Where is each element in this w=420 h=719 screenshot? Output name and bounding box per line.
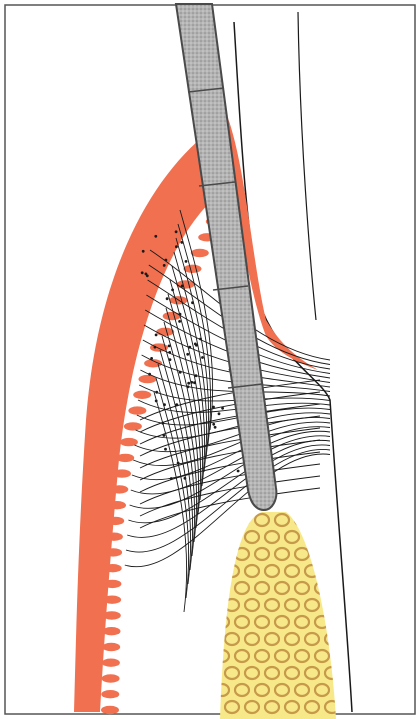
rete-ridge: [163, 312, 181, 320]
cell-dot: [180, 241, 183, 244]
cell-dot: [185, 260, 188, 263]
rete-ridge: [101, 706, 119, 714]
cell-dot: [187, 385, 190, 388]
rete-ridge: [105, 533, 123, 541]
cell-dot: [214, 426, 217, 429]
cell-dot: [212, 406, 215, 409]
cell-dot: [186, 353, 189, 356]
bone-cell: [325, 565, 339, 577]
cell-dot: [161, 422, 164, 425]
bone-cell: [315, 548, 329, 560]
cell-dot: [177, 462, 180, 465]
cell-dot: [212, 423, 215, 426]
rete-ridge: [106, 517, 124, 525]
rete-ridge: [191, 249, 209, 257]
cell-dot: [165, 259, 168, 262]
rete-ridge: [102, 659, 120, 667]
fiber-line: [140, 428, 320, 468]
cell-dot: [155, 334, 158, 337]
fiber-line: [140, 464, 320, 504]
cell-dot: [164, 448, 167, 451]
cell-dot: [145, 273, 148, 276]
rete-ridge: [133, 391, 151, 399]
cell-dot: [187, 382, 190, 385]
cell-dot: [155, 400, 158, 403]
cell-dot: [218, 412, 221, 415]
cell-dot: [154, 346, 157, 349]
bone-cell: [305, 531, 319, 543]
bone-cell: [225, 531, 239, 543]
bone-cell: [315, 514, 329, 526]
tooth-enamel-line: [298, 12, 316, 320]
cell-dot: [179, 313, 182, 316]
cell-dot: [181, 285, 184, 288]
cell-dot: [171, 289, 174, 292]
cell-dot: [168, 351, 171, 354]
rete-ridge: [103, 596, 121, 604]
rete-ridge: [104, 548, 122, 556]
bone-cell: [215, 582, 229, 594]
cell-dot: [154, 235, 157, 238]
cell-dot: [188, 346, 191, 349]
cell-dot: [201, 356, 204, 359]
rete-ridge: [103, 611, 121, 619]
cell-dot: [221, 407, 224, 410]
alveolar-bone: [215, 512, 339, 719]
fiber-line: [128, 440, 330, 523]
cell-dot: [237, 470, 240, 473]
cell-dot: [148, 373, 151, 376]
rete-ridge: [102, 674, 120, 682]
cell-dot: [193, 381, 196, 384]
rete-ridge: [102, 643, 120, 651]
cell-dot: [199, 338, 202, 341]
bone-cell: [235, 514, 249, 526]
fiber-line: [140, 416, 320, 456]
rete-ridge: [124, 422, 142, 430]
rete-ridge: [108, 501, 126, 509]
rete-ridge: [103, 627, 121, 635]
bone-cell: [215, 514, 229, 526]
cell-dot: [169, 358, 172, 361]
fiber-line: [131, 431, 330, 494]
cell-dot: [194, 343, 197, 346]
cell-dot: [163, 264, 166, 267]
cell-dot: [150, 357, 153, 360]
bone-cell: [295, 514, 309, 526]
bone-cell: [215, 548, 229, 560]
cell-dot: [191, 301, 194, 304]
cell-dot: [141, 271, 144, 274]
cell-dot: [163, 434, 166, 437]
bone-cell: [325, 531, 339, 543]
rete-ridge: [101, 690, 119, 698]
cell-dot: [142, 250, 145, 253]
rete-ridge: [128, 406, 146, 414]
cell-dot: [175, 230, 178, 233]
cell-dot: [175, 403, 178, 406]
rete-ridge: [113, 469, 131, 477]
cell-dot: [178, 320, 181, 323]
cell-dot: [168, 345, 171, 348]
rete-ridge: [116, 454, 134, 462]
rete-ridge: [104, 564, 122, 572]
rete-ridge: [184, 265, 202, 273]
rete-ridge: [110, 485, 128, 493]
cell-dot: [175, 245, 178, 248]
cell-dot: [190, 381, 193, 384]
cell-dot: [166, 297, 169, 300]
cell-dot: [170, 477, 173, 480]
bone-cell: [325, 599, 339, 611]
fiber-line: [140, 452, 320, 492]
cell-dot: [179, 371, 182, 374]
cell-dot: [195, 374, 198, 377]
cell-dot: [184, 477, 187, 480]
rete-ridge: [103, 580, 121, 588]
cell-dot: [163, 403, 166, 406]
cell-dot: [155, 391, 158, 394]
